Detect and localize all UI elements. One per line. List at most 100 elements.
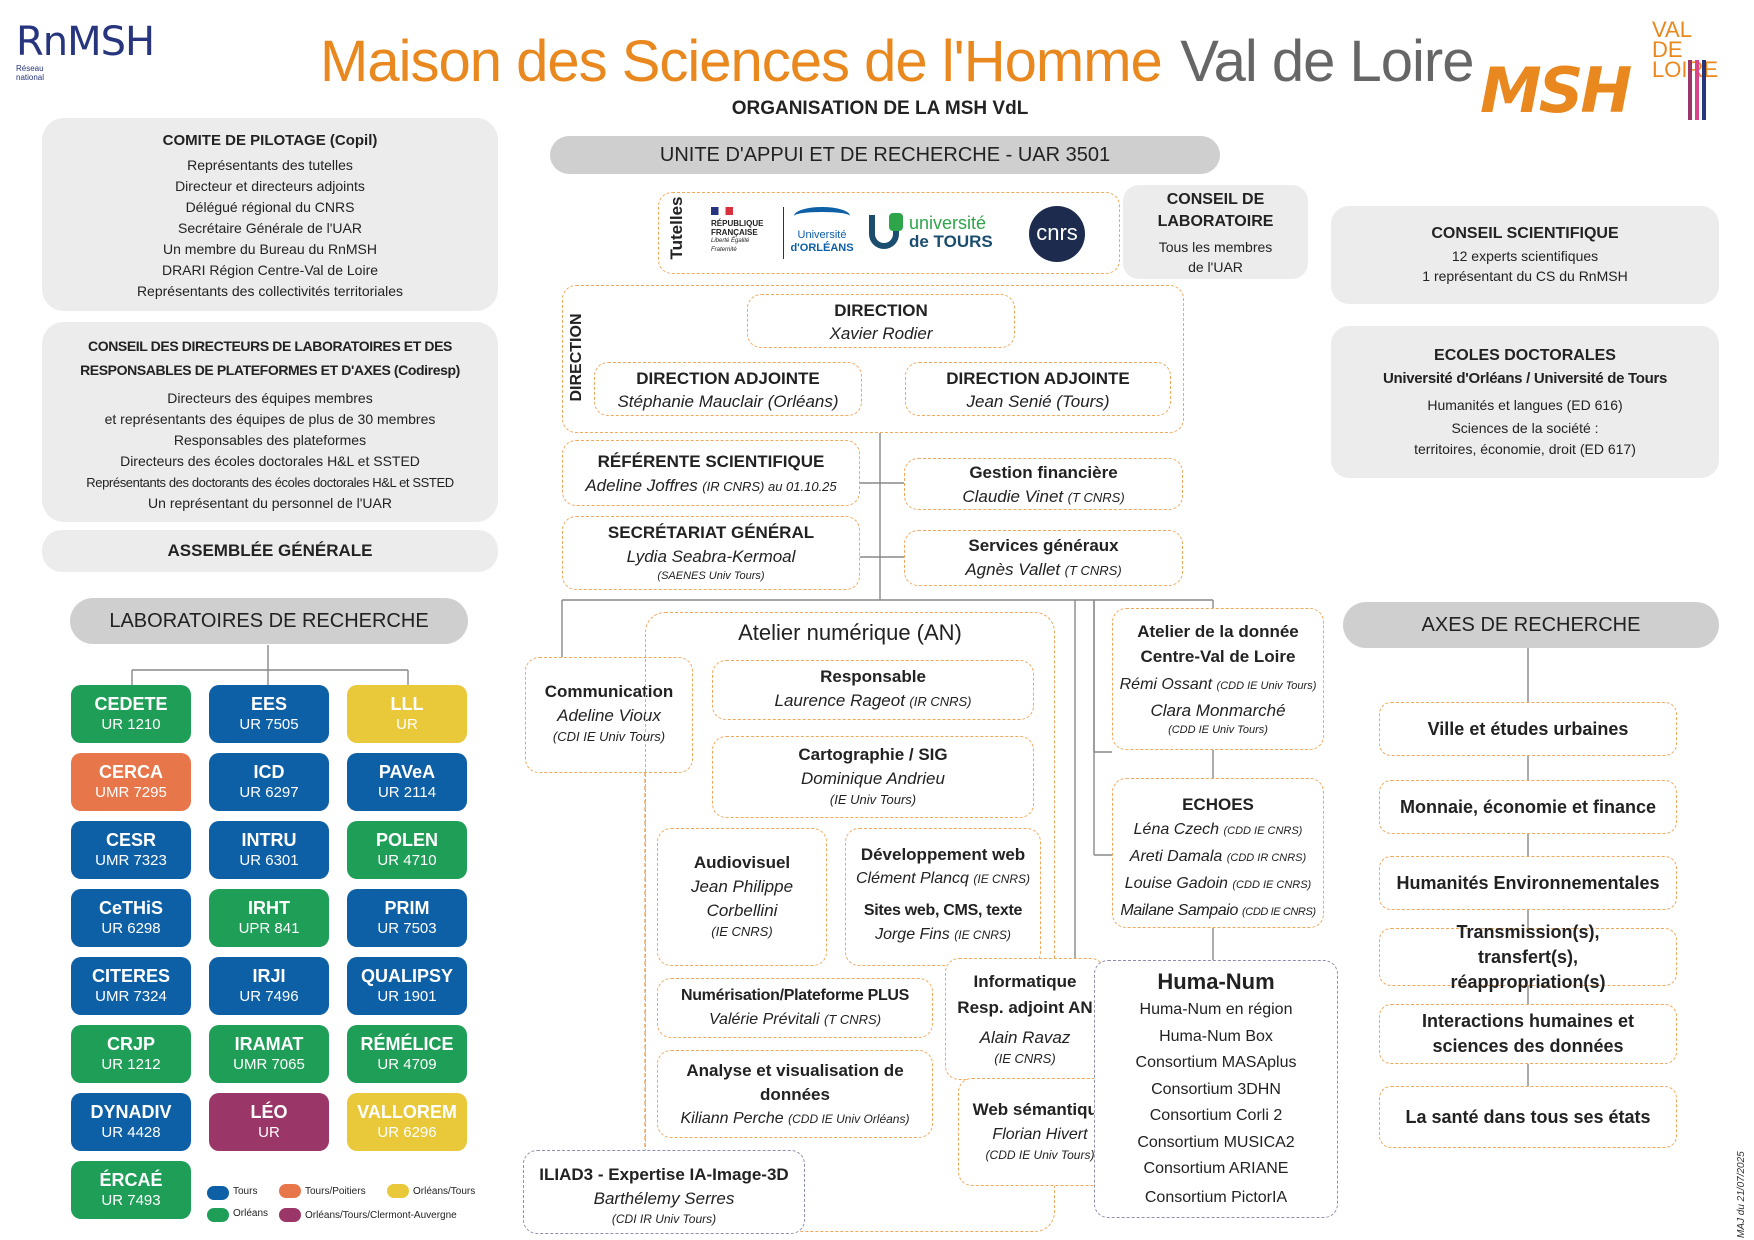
- adj2-title: DIRECTION ADJOINTE: [946, 369, 1130, 388]
- lab-name: CRJP: [106, 1034, 155, 1054]
- legend-swatch-orleans-tours: [387, 1184, 409, 1198]
- logo-stripe-pink: [1695, 60, 1699, 120]
- huma-num-box: Huma-Num Huma-Num en région Huma-Num Box…: [1094, 960, 1338, 1218]
- direction-name: Xavier Rodier: [829, 324, 933, 343]
- cs-title: CONSEIL SCIENTIFIQUE: [1431, 225, 1619, 242]
- msh-vdl-logo: MSH VAL DE LOIRE: [1480, 19, 1724, 128]
- lab-name: ICD: [253, 762, 285, 782]
- humanum-item: Huma-Num Box: [1159, 1027, 1273, 1045]
- conseil-labo-title-2: LABORATOIRE: [1157, 213, 1274, 230]
- ed-line-1: Humanités et langues (ED 616): [1427, 397, 1623, 413]
- lab-code: UR 4709: [377, 1056, 437, 1073]
- codiresp-line: Directeurs des équipes membres: [167, 390, 373, 406]
- assemblee-generale-box: ASSEMBLÉE GÉNÉRALE: [42, 530, 498, 572]
- cs-line-2: 1 représentant du CS du RnMSH: [1422, 268, 1628, 284]
- logo-stripe-blue: [1702, 60, 1706, 120]
- lab-name: POLEN: [375, 830, 438, 850]
- title-main: Maison des Sciences de l'Homme: [320, 29, 1163, 94]
- lab-name: QUALIPSY: [360, 966, 453, 986]
- lab-name: RÉMÉLICE: [360, 1034, 454, 1054]
- numer-title: Numérisation/Plateforme PLUS: [680, 987, 910, 1004]
- resp-detail: (IR CNRS): [909, 694, 972, 709]
- legend-swatch-orleans: [207, 1208, 229, 1222]
- echoes-title: ECHOES: [1182, 795, 1254, 814]
- gestion-title: Gestion financière: [969, 463, 1118, 482]
- atelier-numerique-frame: [645, 612, 1055, 1232]
- lab-code: UR 1212: [101, 1056, 161, 1073]
- flag-icon: [711, 207, 733, 215]
- uar-banner: UNITE D'APPUI ET DE RECHERCHE - UAR 3501: [550, 136, 1220, 174]
- info-name: Alain Ravaz: [979, 1028, 1071, 1047]
- comm-name: Adeline Vioux: [557, 706, 661, 725]
- adj1-name: Stéphanie Mauclair (Orléans): [617, 392, 839, 411]
- carto-title: Cartographie / SIG: [798, 745, 948, 764]
- ed-title-2: Université d'Orléans / Université de Tou…: [1382, 370, 1668, 387]
- siteweb-detail: (IE CNRS): [954, 928, 1011, 942]
- analyse-box: Analyse et visualisation de données Kili…: [657, 1050, 933, 1138]
- devweb-box: Développement web Clément Plancq (IE CNR…: [845, 828, 1041, 966]
- adj2-box: DIRECTION ADJOINTE Jean Senié (Tours): [905, 362, 1171, 416]
- echoes-person-name: Areti Damala: [1129, 848, 1223, 865]
- gestion-detail: (T CNRS): [1067, 490, 1125, 505]
- axis-humanites: Humanités Environnementales: [1379, 856, 1677, 910]
- lab-code: UR 1210: [101, 716, 161, 733]
- page-subtitle: ORGANISATION DE LA MSH VdL: [731, 98, 1029, 119]
- copil-line: Secrétaire Générale de l'UAR: [178, 220, 362, 236]
- axis-label: Ville et études urbaines: [1427, 718, 1629, 739]
- humanum-title: Huma-Num: [1157, 969, 1275, 994]
- lab-name: CeTHiS: [98, 898, 163, 918]
- carto-name: Dominique Andrieu: [801, 769, 945, 788]
- cartographie-box: Cartographie / SIG Dominique Andrieu (IE…: [712, 736, 1034, 818]
- echoes-person-name: Mailane Sampaio: [1120, 902, 1238, 919]
- axis-sante: La santé dans tous ses états: [1379, 1086, 1677, 1148]
- audio-name-2: Corbellini: [706, 901, 778, 920]
- siteweb-title: Sites web, CMS, texte: [863, 902, 1023, 919]
- lab-name: PAVeA: [378, 762, 436, 782]
- gestion-box: Gestion financière Claudie Vinet (T CNRS…: [904, 458, 1183, 510]
- iliad3-box: ILIAD3 - Expertise IA-Image-3D Barthélem…: [523, 1150, 805, 1234]
- audiovisuel-box: Audiovisuel Jean Philippe Corbellini (IE…: [657, 828, 827, 966]
- copil-title: COMITE DE PILOTAGE (Copil): [162, 132, 378, 149]
- legend-swatch-orleans-tours-clermont: [279, 1208, 301, 1222]
- rf-motto: Liberté Égalité Fraternité: [711, 238, 750, 253]
- atelier-numerique-title: Atelier numérique (AN): [738, 620, 962, 645]
- rf-line-1: RÉPUBLIQUE: [711, 219, 764, 228]
- referente-detail: (IR CNRS) au 01.10.25: [702, 479, 837, 494]
- humanum-item: Consortium 3DHN: [1151, 1080, 1281, 1098]
- info-detail: (IE CNRS): [994, 1051, 1056, 1066]
- lab-code: UR 6298: [101, 920, 161, 937]
- resp-name: Laurence Rageot: [774, 691, 905, 710]
- info-title-1: Informatique: [973, 972, 1077, 991]
- conseil-scientifique-box: CONSEIL SCIENTIFIQUE 12 experts scientif…: [1331, 206, 1719, 304]
- copil-line: Représentants des tutelles: [187, 157, 353, 173]
- axis-label: Humanités Environnementales: [1396, 872, 1660, 893]
- lab-name: LLL: [390, 694, 424, 714]
- axis-interactions: Interactions humaines et sciences des do…: [1379, 1004, 1677, 1064]
- lab-code: UR: [258, 1124, 280, 1141]
- numerisation-box: Numérisation/Plateforme PLUS Valérie Pré…: [657, 978, 933, 1038]
- numer-name: Valérie Prévitali: [708, 1011, 820, 1028]
- msh-logo-vdl-2: LOIRE: [1652, 57, 1719, 82]
- uo-line-2: d'ORLÉANS: [790, 242, 854, 254]
- referente-box: RÉFÉRENTE SCIENTIFIQUE Adeline Joffres (…: [562, 440, 860, 506]
- ut-mark-icon: [869, 215, 899, 249]
- adj2-name: Jean Senié (Tours): [966, 392, 1110, 411]
- lab-name: INTRU: [241, 830, 297, 850]
- iliad-name: Barthélemy Serres: [593, 1189, 735, 1208]
- numer-detail: (T CNRS): [823, 1012, 882, 1027]
- informatique-box: Informatique Resp. adjoint AN Alain Rava…: [945, 958, 1105, 1080]
- ut-line-2: de TOURS: [909, 232, 993, 251]
- logo-stripe-purple: [1688, 60, 1692, 120]
- codiresp-line: Responsables des plateformes: [173, 432, 367, 448]
- lab-name: VALLOREM: [357, 1102, 457, 1122]
- lab-name: DYNADIV: [90, 1102, 172, 1122]
- lab-crjp: CRJP UR 1212: [71, 1025, 191, 1083]
